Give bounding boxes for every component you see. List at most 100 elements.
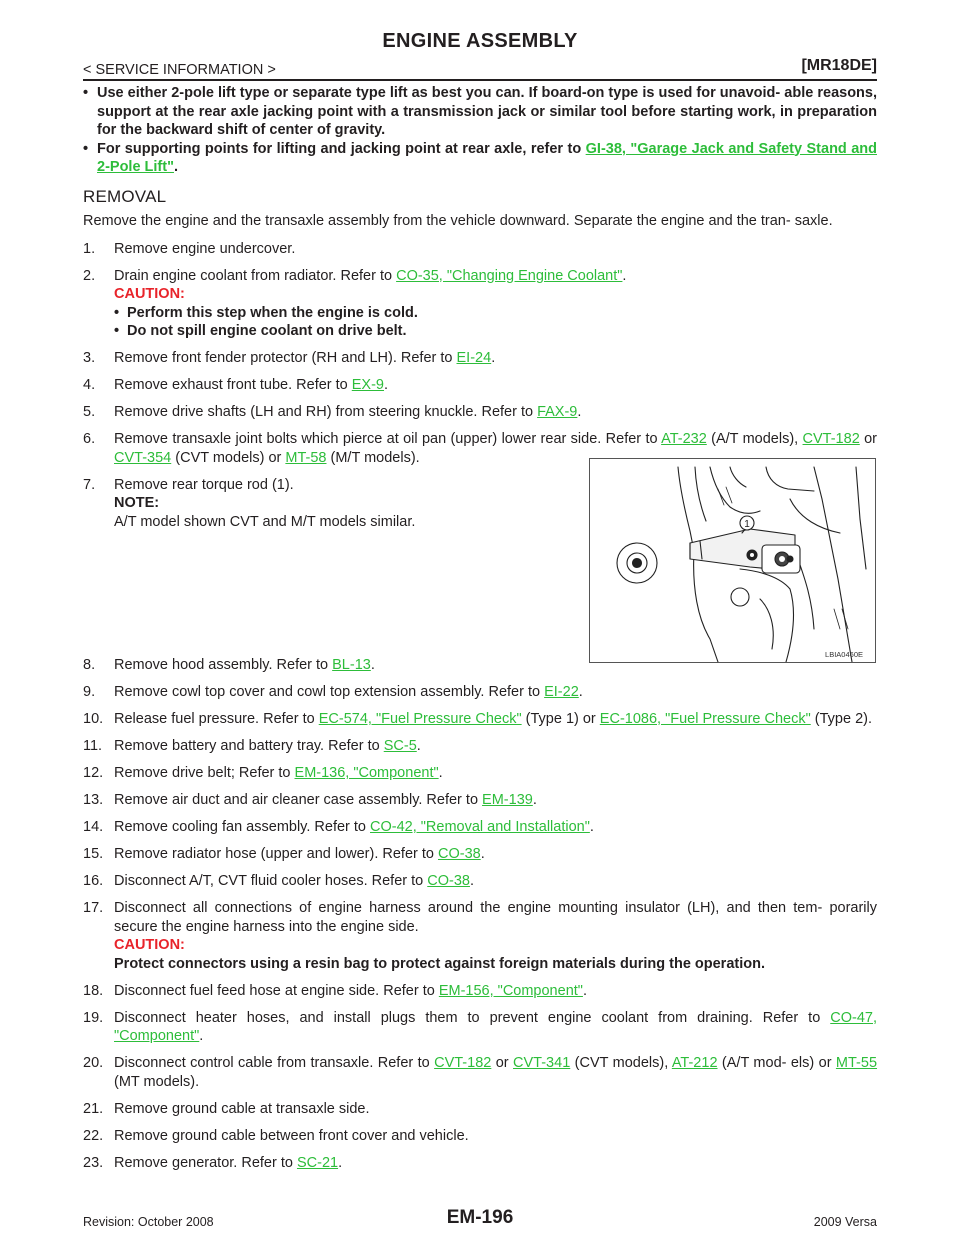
step-number: 22.	[83, 1127, 104, 1144]
link-fax-9[interactable]: FAX-9	[537, 404, 578, 420]
step-text: or	[859, 431, 877, 447]
bullet-dot: •	[83, 85, 89, 101]
step-number: 18.	[83, 982, 104, 999]
link-cvt-182[interactable]: CVT-182	[434, 1055, 492, 1071]
step-text-end: .	[416, 738, 421, 754]
link-sc-21[interactable]: SC-21	[296, 1154, 339, 1171]
link-em-136[interactable]: EM-136, "Component"	[294, 765, 439, 781]
step-text: Disconnect A/T, CVT fluid cooler hoses. …	[114, 873, 428, 889]
step-text: (A/T mod- els) or	[717, 1055, 836, 1071]
step-text-end: .	[577, 404, 582, 420]
step-text: (A/T models),	[706, 431, 803, 447]
step-14: 14. Remove cooling fan assembly. Refer t…	[83, 818, 877, 837]
bullet-dot: •	[114, 304, 120, 321]
link-cvt-341[interactable]: CVT-341	[513, 1055, 571, 1071]
caution-text: Do not spill engine coolant on drive bel…	[127, 323, 407, 339]
bullet-lift-type: • Use either 2-pole lift type or separat…	[83, 84, 877, 140]
step-19: 19. Disconnect heater hoses, and install…	[83, 1009, 877, 1046]
step-text-end: .	[582, 982, 587, 999]
link-cvt-182[interactable]: CVT-182	[802, 431, 860, 447]
link-bl-13[interactable]: BL-13	[332, 657, 371, 673]
bullet-supporting-points: • For supporting points for lifting and …	[83, 140, 877, 177]
step-text: Remove ground cable between front cover …	[114, 1127, 469, 1144]
link-co-35[interactable]: CO-35, "Changing Engine Coolant"	[396, 267, 623, 284]
step-text-end: .	[370, 657, 375, 673]
torque-rod-illustration: 1	[616, 466, 867, 662]
caution-item: • Do not spill engine coolant on drive be…	[114, 322, 877, 341]
note-label: NOTE:	[114, 495, 160, 511]
link-ex-9[interactable]: EX-9	[351, 377, 385, 393]
step-22: 22. Remove ground cable between front co…	[83, 1127, 877, 1146]
header-rule	[83, 79, 877, 81]
step-18: 18. Disconnect fuel feed hose at engine …	[83, 982, 877, 1001]
step-text: Remove engine undercover.	[114, 240, 296, 257]
step-3: 3. Remove front fender protector (RH and…	[83, 349, 877, 368]
figure-code: LBIA0460E	[825, 650, 863, 659]
link-cvt-354[interactable]: CVT-354	[114, 449, 172, 466]
step-number: 21.	[83, 1100, 104, 1117]
step-text: (CVT models),	[570, 1055, 672, 1071]
link-co-47[interactable]: CO-47, "Component"	[114, 1009, 877, 1045]
step-text: Disconnect fuel feed hose at engine side…	[114, 982, 439, 999]
step-text: Remove front fender protector (RH and LH…	[114, 350, 457, 366]
step-4: 4. Remove exhaust front tube. Refer to E…	[83, 376, 877, 395]
caution-label: CAUTION:	[114, 937, 185, 953]
link-co-38[interactable]: CO-38	[427, 873, 470, 889]
bullet-dot: •	[83, 140, 89, 157]
step-number: 2.	[83, 267, 96, 284]
step-text: Disconnect control cable from transaxle.…	[114, 1055, 435, 1071]
step-number: 13.	[83, 792, 104, 808]
step-number: 7.	[83, 476, 96, 493]
step-text: Disconnect all connections of engine har…	[114, 900, 877, 935]
step-12: 12. Remove drive belt; Refer to EM-136, …	[83, 764, 877, 783]
step-11: 11. Remove battery and battery tray. Ref…	[83, 737, 877, 756]
note-text: A/T model shown CVT and M/T models simil…	[114, 513, 416, 530]
step-number: 4.	[83, 377, 96, 393]
step-text: Remove hood assembly. Refer to	[114, 657, 333, 673]
step-text-end: .	[480, 846, 485, 862]
bullet-text: Use either 2-pole lift type or separate …	[97, 85, 877, 138]
step-text-end: .	[622, 267, 627, 284]
step-10: 10. Release fuel pressure. Refer to EC-5…	[83, 710, 877, 729]
footer-model: 2009 Versa	[813, 1215, 877, 1229]
page-title: ENGINE ASSEMBLY	[382, 30, 578, 52]
bullet-text: For supporting points for lifting and ja…	[97, 140, 586, 157]
link-em-139[interactable]: EM-139	[482, 792, 533, 808]
step-16: 16. Disconnect A/T, CVT fluid cooler hos…	[83, 872, 877, 891]
link-sc-5[interactable]: SC-5	[383, 738, 417, 754]
caution-item: • Perform this step when the engine is co…	[114, 304, 877, 323]
footer-revision: Revision: October 2008	[83, 1215, 214, 1229]
bullet-dot: •	[114, 323, 120, 339]
removal-intro: Remove the engine and the transaxle asse…	[83, 213, 833, 229]
link-co-38[interactable]: CO-38	[438, 846, 481, 862]
link-ei-22[interactable]: EI-22	[544, 684, 579, 700]
engine-code: [MR18DE]	[801, 57, 877, 74]
step-text-end: .	[491, 350, 496, 366]
caution-label: CAUTION:	[114, 286, 185, 302]
step-number: 3.	[83, 350, 96, 366]
link-mt-55[interactable]: MT-55	[835, 1055, 878, 1071]
step-number: 6.	[83, 431, 96, 447]
link-em-156[interactable]: EM-156, "Component"	[438, 982, 583, 999]
link-co-42[interactable]: CO-42, "Removal and Installation"	[370, 819, 590, 835]
link-gi-38[interactable]: GI-38, "Garage Jack and Safety Stand and…	[97, 140, 877, 176]
step-23: 23. Remove generator. Refer to SC-21.	[83, 1154, 877, 1173]
step-text-end: (MT models).	[114, 1073, 200, 1090]
step-2: 2. Drain engine coolant from radiator. R…	[83, 267, 877, 341]
link-at-212[interactable]: AT-212	[671, 1055, 718, 1071]
link-ei-24[interactable]: EI-24	[456, 350, 492, 366]
step-text-end: .	[532, 792, 537, 808]
step-text: Remove drive shafts (LH and RH) from ste…	[114, 404, 538, 420]
link-mt-58[interactable]: MT-58	[285, 449, 327, 466]
step-text-end: .	[438, 765, 443, 781]
step-text-end: .	[199, 1028, 204, 1044]
link-at-232[interactable]: AT-232	[661, 431, 707, 447]
link-ec-1086[interactable]: EC-1086, "Fuel Pressure Check"	[599, 711, 811, 727]
link-ec-574[interactable]: EC-574, "Fuel Pressure Check"	[318, 711, 522, 727]
step-text-end: .	[578, 684, 583, 700]
step-text-end: (M/T models).	[326, 449, 420, 466]
step-text-end: .	[469, 873, 474, 889]
step-number: 11.	[83, 738, 103, 754]
step-number: 10.	[83, 711, 104, 727]
caution-text: Perform this step when the engine is col…	[127, 304, 418, 321]
